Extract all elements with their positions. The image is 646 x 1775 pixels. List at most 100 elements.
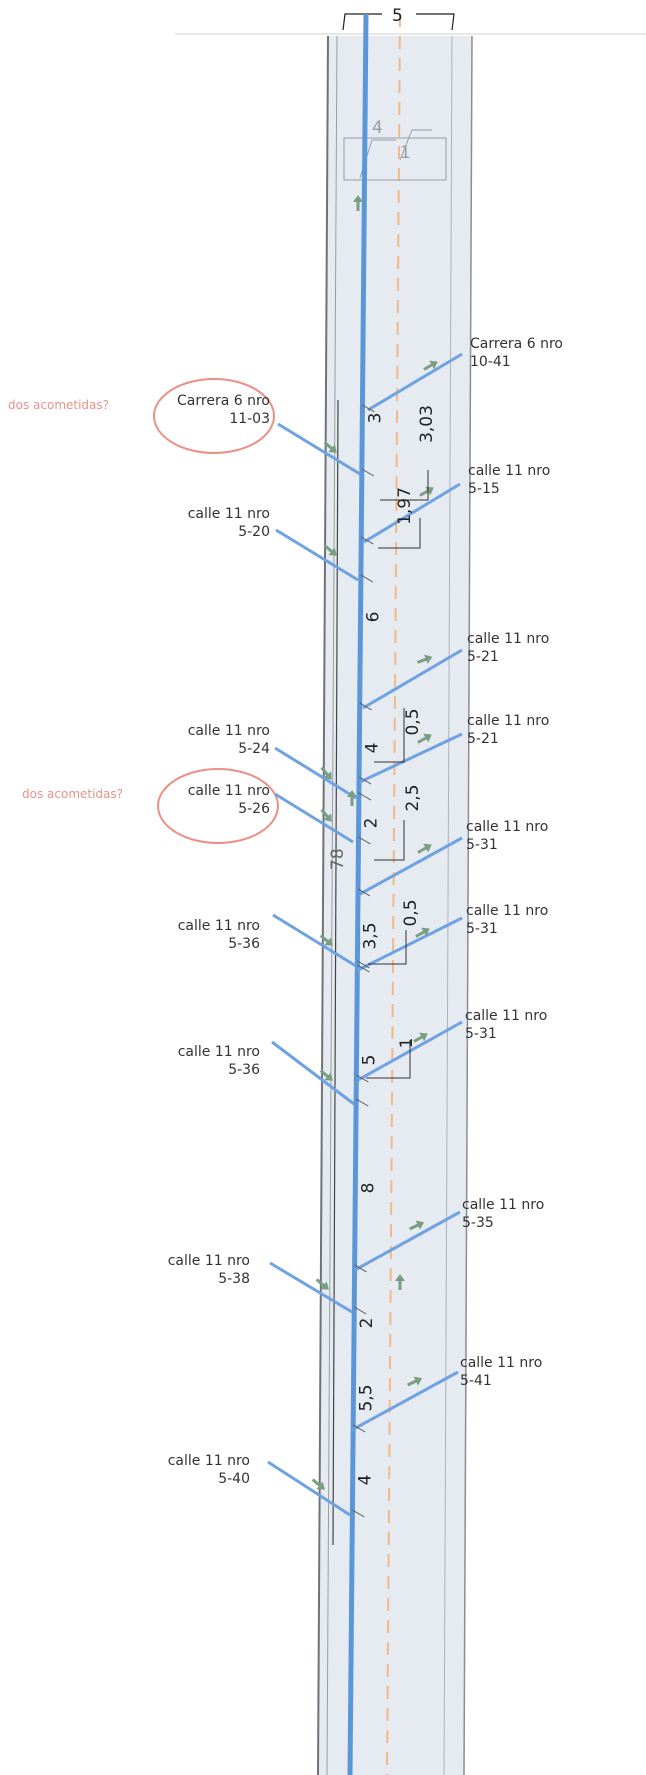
flow-arrow-6 bbox=[416, 654, 433, 665]
flow-arrow-18 bbox=[395, 1274, 405, 1290]
segment-length-7: 8 bbox=[358, 1183, 378, 1194]
aux-dim-2: 1,97 bbox=[395, 487, 415, 525]
aux-leader-6 bbox=[366, 1040, 411, 1079]
segment-tick-5 bbox=[359, 702, 372, 711]
note-circle-2 bbox=[157, 768, 279, 844]
branch-left-3 bbox=[274, 746, 357, 800]
flow-arrow-3 bbox=[323, 441, 337, 453]
aux-leader-5 bbox=[368, 930, 407, 965]
road-edge-right-inner bbox=[443, 35, 453, 1775]
segment-length-1: 3 bbox=[365, 413, 385, 424]
arrows-layer bbox=[311, 195, 438, 1490]
note-dos-acometidas-1: dos acometidas? bbox=[8, 398, 110, 412]
flow-arrow-head bbox=[328, 547, 337, 556]
segment-tick-1 bbox=[362, 404, 375, 413]
flow-arrow-17 bbox=[315, 1278, 329, 1290]
segment-tick-7 bbox=[358, 792, 372, 801]
flow-arrow-12 bbox=[319, 934, 333, 946]
segment-length-2: 6 bbox=[364, 612, 384, 623]
road-strip bbox=[318, 36, 472, 1775]
flow-arrow-5 bbox=[323, 544, 337, 556]
center-axis-dashed bbox=[386, 13, 401, 1775]
note-dos-acometidas-2: dos acometidas? bbox=[22, 787, 124, 801]
branch-right-6 bbox=[357, 916, 463, 972]
flow-arrow-head bbox=[316, 1481, 325, 1490]
flow-arrow-head bbox=[353, 195, 363, 202]
segment-length-4: 2 bbox=[362, 818, 382, 829]
flow-arrow-8 bbox=[347, 790, 357, 806]
note-circle-1 bbox=[153, 378, 275, 454]
flow-arrow-head bbox=[323, 813, 332, 822]
flow-arrow-head bbox=[415, 1220, 425, 1230]
aux-dim-1: 3,03 bbox=[417, 405, 437, 443]
segment-tick-13 bbox=[355, 1098, 369, 1107]
segment-tick-2 bbox=[361, 468, 375, 477]
aux-leader-2 bbox=[378, 518, 421, 549]
flow-arrow-head bbox=[413, 1376, 423, 1386]
flow-arrow-head bbox=[324, 937, 333, 946]
flow-arrow-15 bbox=[413, 1032, 428, 1043]
top-width-label: 5 bbox=[392, 6, 403, 26]
aux-leader-4 bbox=[374, 820, 405, 861]
main-pipe bbox=[347, 13, 369, 1775]
flow-arrow-2 bbox=[423, 360, 438, 371]
flow-arrow-10 bbox=[320, 808, 332, 822]
aux-dim-5: 0,5 bbox=[401, 899, 421, 926]
aux-dims-layer: 3,031,970,52,50,51 bbox=[366, 405, 437, 1079]
branch-right-5 bbox=[359, 836, 463, 896]
branch-left-8 bbox=[267, 1460, 351, 1517]
flow-arrow-head bbox=[424, 654, 433, 665]
aux-dim-4: 2,5 bbox=[403, 784, 423, 811]
flow-arrow-14 bbox=[319, 1069, 333, 1081]
segment-tick-6 bbox=[358, 776, 372, 785]
segment-length-10: 4 bbox=[356, 1475, 376, 1486]
flow-arrow-head bbox=[419, 1032, 428, 1042]
top-width-dimension bbox=[342, 13, 455, 31]
branch-right-1 bbox=[367, 352, 463, 412]
road-edge-right bbox=[463, 35, 473, 1775]
aux-leader-1 bbox=[380, 470, 429, 501]
flow-arrow-head bbox=[323, 771, 332, 780]
total-length-line bbox=[332, 399, 339, 1546]
segment-length-9: 5,5 bbox=[356, 1384, 376, 1411]
flow-arrow-11 bbox=[417, 843, 432, 854]
flow-arrow-19 bbox=[407, 1376, 423, 1387]
segment-tick-14 bbox=[354, 1264, 367, 1273]
top-box-label-4: 4 bbox=[372, 118, 383, 138]
flow-arrow-16 bbox=[409, 1220, 425, 1231]
flow-arrow-4 bbox=[419, 486, 434, 497]
road-edge-left-inner bbox=[326, 35, 338, 1775]
segment-tick-4 bbox=[360, 574, 374, 583]
flow-arrow-head bbox=[429, 360, 438, 370]
flow-arrow-head bbox=[320, 1281, 329, 1290]
flow-arrow-head bbox=[425, 486, 434, 496]
flow-arrow-head bbox=[423, 843, 432, 853]
branch-left-5 bbox=[272, 913, 357, 968]
segment-length-6: 5 bbox=[359, 1055, 379, 1066]
flow-arrow-head bbox=[423, 733, 432, 743]
branch-left-1 bbox=[277, 422, 361, 476]
segment-tick-9 bbox=[357, 888, 371, 897]
flow-arrow-head bbox=[324, 1072, 333, 1081]
top-box-label-1: 1 bbox=[400, 143, 411, 163]
segment-length-8: 2 bbox=[357, 1318, 377, 1329]
aux-leader-3 bbox=[374, 708, 405, 763]
segment-tick-16 bbox=[352, 1424, 366, 1433]
flow-arrow-13 bbox=[415, 927, 430, 938]
segment-tick-3 bbox=[360, 536, 374, 545]
segment-length-5: 3,5 bbox=[361, 922, 381, 949]
